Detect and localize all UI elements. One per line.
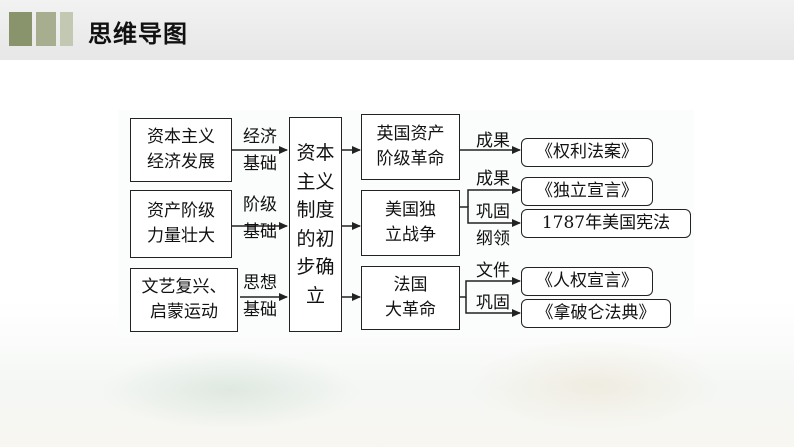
arrow-france-result-1 [460, 277, 521, 298]
decor-square [9, 12, 32, 46]
edge-label-result-britain: 成果 [476, 131, 510, 151]
arrow-france-result-2 [465, 297, 521, 317]
background-decoration [470, 340, 720, 430]
cause-box-class: 资产阶级 力量壮大 [130, 190, 232, 258]
decor-square [60, 12, 73, 46]
edge-label-class-basis: 阶级 基础 [243, 195, 277, 243]
edge-label-result-america: 成果 [476, 169, 510, 189]
result-box-us-constitution: 1787年美国宪法 [521, 209, 691, 238]
cause-box-thought: 文艺复兴、 启蒙运动 [130, 268, 238, 332]
event-box-france: 法国 大革命 [361, 266, 460, 330]
event-box-america: 美国独 立战争 [361, 190, 460, 256]
page-title: 思维导图 [88, 20, 188, 48]
arrow-america-result-1 [460, 206, 521, 227]
arrow-america-result-2 [467, 186, 521, 207]
decor-square [36, 12, 56, 46]
result-box-bill-of-rights: 《权利法案》 [521, 138, 653, 167]
cause-box-economy: 资本主义 经济发展 [130, 118, 232, 182]
result-box-napoleonic-code: 《拿破仑法典》 [521, 299, 671, 328]
header-bar: 思维导图 [0, 0, 794, 60]
edge-label-consolidate-program: 巩固 纲领 [476, 202, 510, 250]
edge-label-thought-basis: 思想 基础 [243, 273, 277, 321]
background-decoration [100, 350, 360, 430]
edge-label-document: 文件 [476, 261, 510, 281]
result-box-rights-of-man: 《人权宣言》 [521, 267, 653, 296]
edge-label-consolidate: 巩固 [476, 293, 510, 313]
result-box-declaration-independence: 《独立宣言》 [521, 177, 653, 206]
event-box-britain: 英国资产 阶级革命 [361, 114, 460, 180]
center-node: 资本 主义 制度 的初 步确 立 [289, 117, 342, 332]
edge-label-economic-basis: 经济 基础 [243, 127, 277, 175]
